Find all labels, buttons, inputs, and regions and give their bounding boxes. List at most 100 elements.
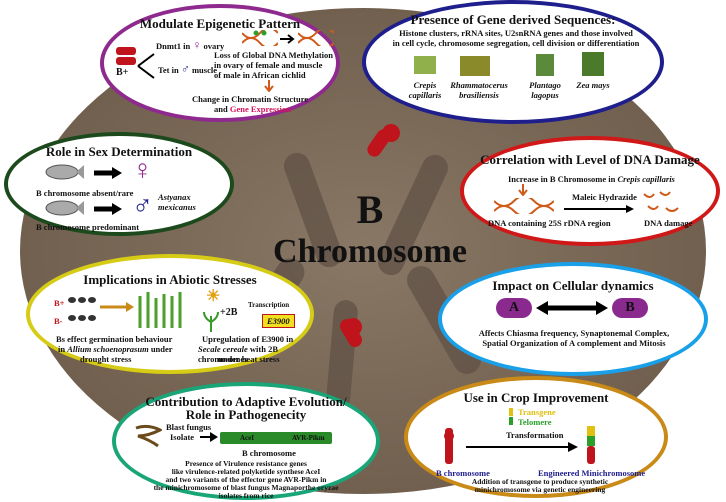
- dna-increase: Increase in B Chromosome in Crepis capil…: [508, 174, 675, 184]
- abiotic-transcription: Transcription: [248, 301, 290, 309]
- epigenetic-tet: Tet in ♂ muscle: [158, 62, 217, 76]
- sex-species: Astyanax mexicanus: [158, 192, 196, 212]
- epigenetic-bplus: B+: [116, 67, 129, 78]
- epigenetic-loss-3: of male in African cichlid: [214, 70, 306, 80]
- arrow-right-icon-2: [94, 203, 122, 215]
- abiotic-germ-2: in Allium schoenoprasum under: [58, 344, 173, 354]
- gene-sub-2: in cell cycle, chromosome segregation, c…: [392, 38, 640, 48]
- bplus-chromosome-icon: [116, 47, 136, 65]
- red-chromosome-pin-top-head: [382, 124, 400, 142]
- crop-bchrom: B chromosome: [436, 468, 490, 478]
- chromosome-b-pill: [612, 298, 648, 318]
- abiotic-up-3: under heat stress: [218, 354, 280, 364]
- sun-icon: ☀: [206, 288, 221, 305]
- crop-telomere: Telomere: [518, 417, 552, 427]
- dna-damage-label: DNA damage: [644, 218, 693, 228]
- crop-transformation: Transformation: [506, 430, 564, 440]
- abiotic-up-2: Secale cereale with 2B chromosomes: [198, 344, 279, 364]
- dna-damage-icon: [643, 191, 679, 212]
- dna-containing: DNA containing 25S rDNA region: [488, 218, 611, 228]
- fish-icon-1: [45, 164, 84, 180]
- arrow-down-icon: [264, 80, 274, 92]
- plantago-photo: [536, 54, 554, 76]
- zea-photo: [582, 52, 604, 76]
- epigenetic-title: Modulate Epigenetic Pattern: [139, 16, 301, 31]
- cellular-title: Impact on Cellular dynamics: [492, 278, 654, 293]
- adaptive-blast-1: Blast fungus: [166, 422, 212, 432]
- epigenetic-loss-1: Loss of Global DNA Methylation: [214, 50, 334, 60]
- blast-fungus-icon: [135, 424, 162, 448]
- arrow-right-icon: [466, 442, 578, 452]
- sex-predominant: B chromosome predominant: [36, 222, 140, 232]
- adaptive-desc-4: the minichromosome of blast fungus Magna…: [153, 483, 339, 492]
- cellular-a: A: [508, 300, 520, 315]
- crop-oval: Use in Crop Improvement Transgene Telome…: [404, 376, 668, 498]
- arrow-right-icon: [280, 34, 295, 44]
- adaptive-title-2: Role in Pathogenecity: [185, 407, 307, 422]
- grasshopper-photo: [460, 56, 490, 76]
- crop-desc-2: minichromosome via genetic engineering: [474, 485, 606, 494]
- demethylated-dna-icon: [298, 30, 334, 46]
- center-title: B Chromosome: [270, 188, 470, 272]
- gene-title: Presence of Gene derived Sequences:: [410, 12, 616, 27]
- adaptive-bchrom: B chromosome: [242, 448, 296, 458]
- crop-title: Use in Crop Improvement: [463, 390, 609, 405]
- crop-transgene: Transgene: [518, 407, 556, 417]
- adaptive-desc-3: and two variants of the effector gene AV…: [165, 475, 327, 484]
- crop-engineered: Engineered Minichromosome: [538, 468, 646, 478]
- dna-oval: Correlation with Level of DNA Damage Inc…: [460, 136, 720, 246]
- double-arrow-icon: [536, 301, 608, 315]
- plant-icon: [203, 311, 219, 332]
- cellular-b: B: [625, 300, 635, 315]
- sex-absent: B chromosome absent/rare: [36, 188, 134, 198]
- engineered-minichromosome-icon: [587, 426, 595, 464]
- crop-desc-1: Addition of transgene to produce synthet…: [471, 477, 609, 486]
- fish-icon-2: [45, 200, 84, 216]
- sex-title: Role in Sex Determination: [45, 144, 193, 159]
- center-title-chromosome: Chromosome: [273, 233, 467, 270]
- dna-helix-icon: [494, 198, 554, 214]
- dna-title: Correlation with Level of DNA Damage: [480, 152, 700, 167]
- abiotic-bminus: B-: [54, 316, 63, 326]
- sex-oval: Role in Sex Determination ♀ B chromosome…: [4, 132, 234, 236]
- cellular-oval: Impact on Cellular dynamics A B Affects …: [438, 262, 708, 376]
- seedlings-icon: [138, 292, 182, 328]
- abiotic-up-1: Upregulation of E3900 in: [202, 334, 294, 344]
- abiotic-twob: +2B: [220, 307, 238, 318]
- abiotic-gene-box: E3900: [262, 314, 295, 328]
- b-chromosome-icon: [444, 428, 454, 464]
- center-title-b: B: [356, 187, 384, 232]
- adaptive-title-1: Contribution to Adaptive Evolution/: [145, 394, 347, 409]
- b-chromosome-bar: [220, 432, 332, 444]
- seeds-icon: [68, 297, 96, 321]
- arrow-right-icon-1: [94, 167, 122, 179]
- cellular-desc-2: Spatial Organization of A complement and…: [482, 338, 666, 348]
- red-chromosome-pin-bottom-head: [344, 318, 362, 336]
- adaptive-oval: Contribution to Adaptive Evolution/ Role…: [112, 382, 380, 500]
- arrow-right-icon: [100, 302, 134, 312]
- telomere-icon: [509, 408, 513, 425]
- arrow-right-icon: [564, 205, 634, 213]
- adaptive-blast-2: Isolate: [170, 432, 195, 442]
- female-symbol-icon: ♀: [132, 155, 153, 186]
- epigenetic-loss-2: in ovary of female and muscle: [214, 60, 323, 70]
- species-4: Zea mays: [576, 80, 610, 90]
- arrow-right-icon: [200, 432, 218, 442]
- crepis-photo: [414, 56, 436, 74]
- dna-maleic: Maleic Hydrazide: [572, 192, 637, 202]
- epigenetic-oval: Modulate Epigenetic Pattern B+ Dnmt1 in …: [100, 4, 340, 122]
- adaptive-avr: AVR-Pikm: [292, 434, 325, 442]
- branch-arrows-icon: [137, 53, 155, 79]
- epigenetic-dnmt1: Dnmt1 in ♀ ovary: [156, 38, 225, 52]
- methylated-dna-icon: [242, 30, 278, 46]
- abiotic-title: Implications in Abiotic Stresses: [83, 272, 257, 287]
- abiotic-germ-3: drought stress: [80, 354, 132, 364]
- arrow-down-icon: [518, 184, 528, 196]
- cellular-desc-1: Affects Chiasma frequency, Synaptonemal …: [478, 328, 670, 338]
- gene-sub-1: Histone clusters, rRNA sites, U2snRNA ge…: [399, 28, 633, 38]
- adaptive-desc-2: like virulence-related polyketide synthe…: [171, 467, 321, 476]
- abiotic-oval: Implications in Abiotic Stresses B+ B- B…: [26, 254, 314, 374]
